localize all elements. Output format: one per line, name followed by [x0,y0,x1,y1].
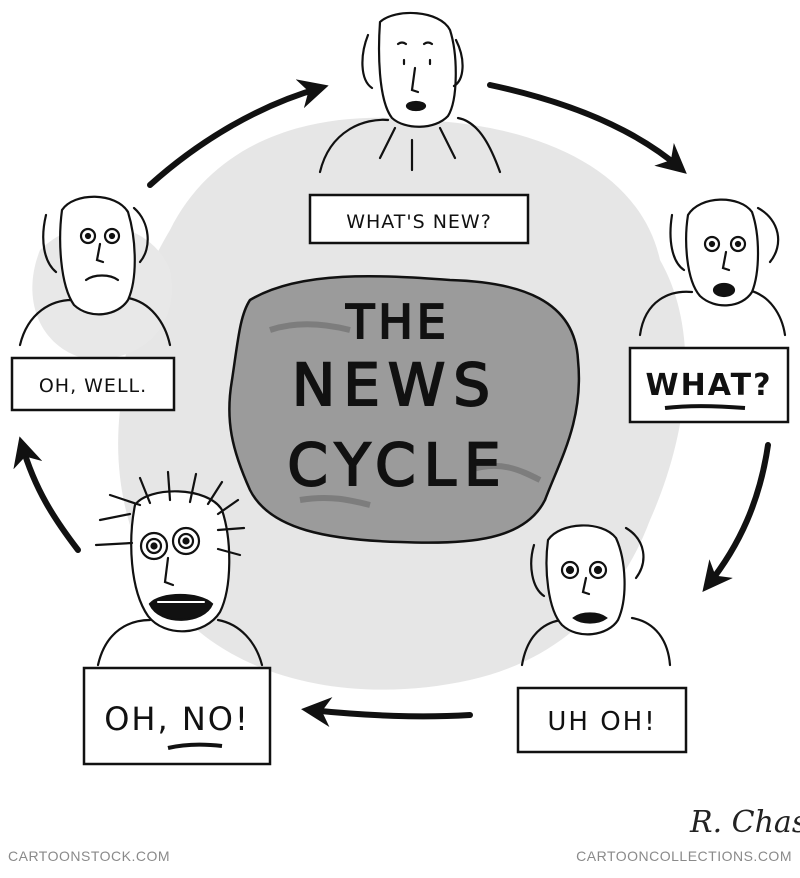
arrow-bottom-right-to-bottom-left [301,697,473,728]
rock-title-line-3: CYCLE [287,431,508,499]
caption-bottom-left-underline [167,742,223,750]
figure-left-resigned [18,195,172,347]
figure-bottom-left-panic [94,470,264,667]
figure-right-surprised [638,198,787,337]
caption-left-text: OH, WELL. [39,375,147,397]
caption-right: WHAT? [628,346,790,424]
caption-bottom-right-text: UH OH! [547,707,656,737]
figure-bottom-right-worried [520,524,672,667]
caption-top-text: WHAT'S NEW? [346,211,492,233]
arrow-left-to-top [147,79,329,188]
caption-right-underline [664,404,746,410]
rock-title-line-1: THE [345,295,450,349]
credit-cartoonstock[interactable]: CARTOONSTOCK.COM [8,848,171,864]
caption-right-text: WHAT? [646,368,773,403]
news-cycle-rock: THE NEWS CYCLE [228,274,581,544]
rock-title-line-2: NEWS [292,351,498,419]
arrow-right-to-bottom-right [702,442,771,593]
caption-bottom-left-text: OH, NO! [104,700,250,738]
arrow-bottom-left-to-left [13,436,81,553]
credit-cartooncollections[interactable]: CARTOONCOLLECTIONS.COM [576,848,792,864]
caption-left: OH, WELL. [10,356,176,412]
cycle-arrows [13,79,771,728]
artist-signature: R. Chast [689,805,800,840]
arrow-top-to-right [487,82,687,174]
caption-bottom-left: OH, NO! [82,666,272,766]
caption-bottom-right: UH OH! [516,686,688,754]
figure-top-calm [318,11,502,174]
caption-top: WHAT'S NEW? [308,193,530,245]
